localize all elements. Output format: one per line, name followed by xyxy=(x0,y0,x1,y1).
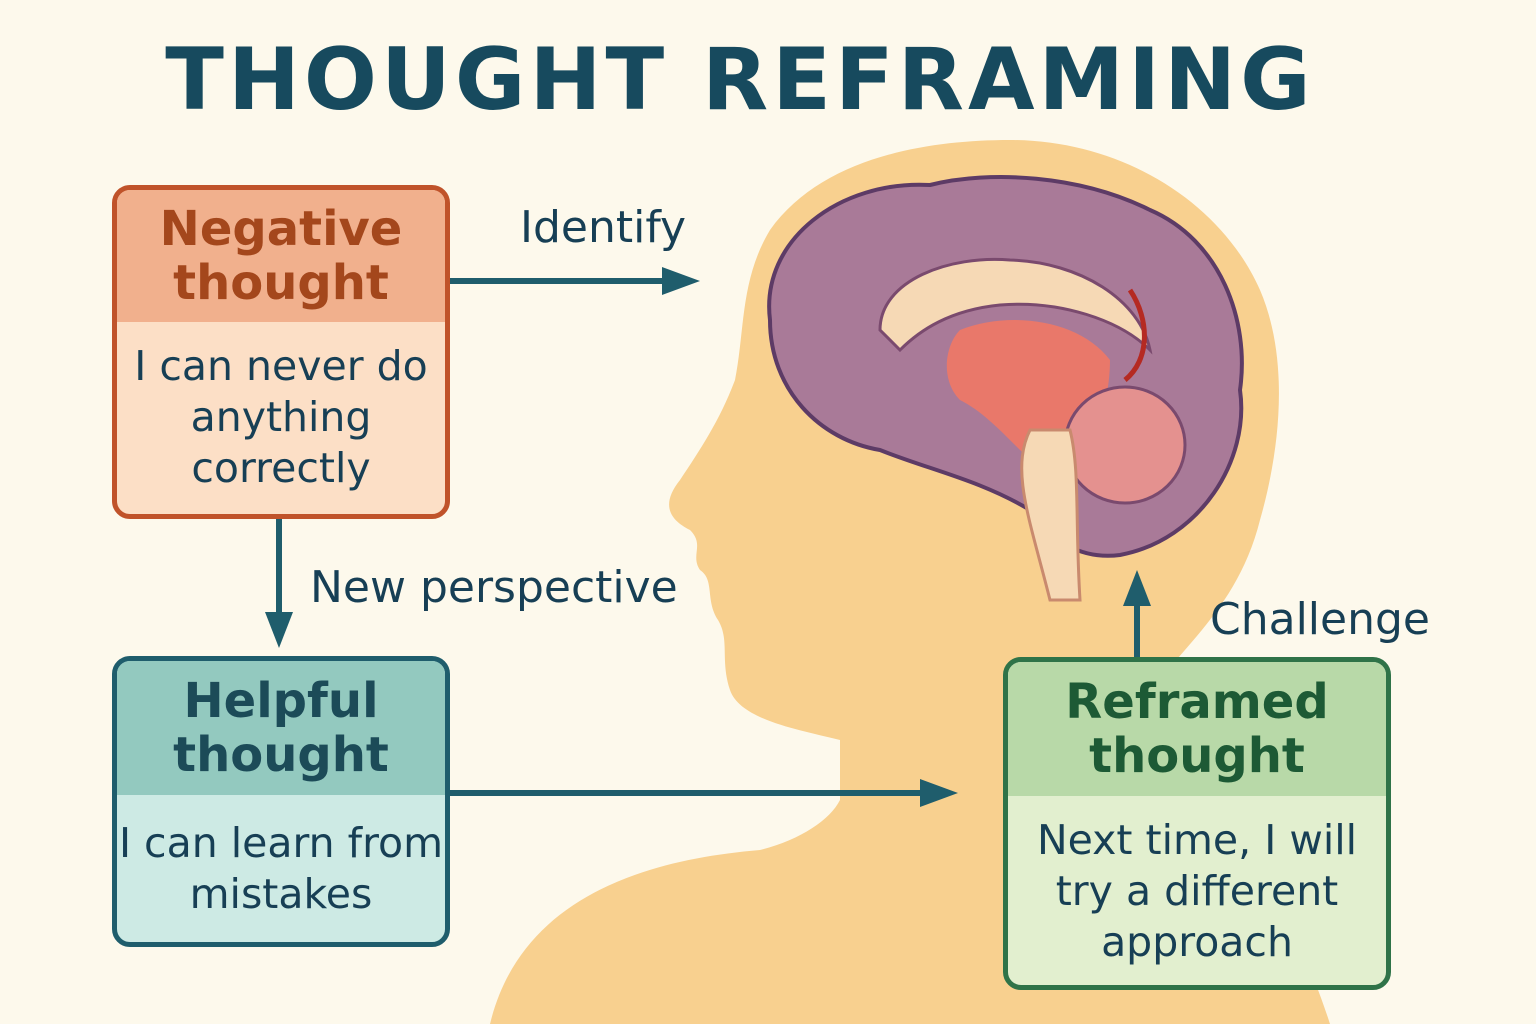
new-perspective-label: New perspective xyxy=(310,562,678,613)
negative-thought-text: I can never do anything correctly xyxy=(134,341,428,492)
helpful-thought-heading: Helpful thought xyxy=(117,661,445,795)
brain-icon xyxy=(767,175,1244,602)
challenge-label: Challenge xyxy=(1210,594,1430,645)
reframed-thought-text: Next time, I will try a different approa… xyxy=(1036,815,1358,966)
negative-thought-box: Negative thought I can never do anything… xyxy=(112,185,450,519)
helpful-thought-text: I can learn from mistakes xyxy=(118,819,444,918)
reframed-thought-heading: Reframed thought xyxy=(1008,662,1386,796)
reframed-thought-box: Reframed thought Next time, I will try a… xyxy=(1003,657,1391,990)
helpful-thought-box: Helpful thought I can learn from mistake… xyxy=(112,656,450,947)
negative-thought-heading: Negative thought xyxy=(117,190,445,322)
page-title: THOUGHT REFRAMING xyxy=(165,30,1315,130)
identify-label: Identify xyxy=(520,202,687,253)
